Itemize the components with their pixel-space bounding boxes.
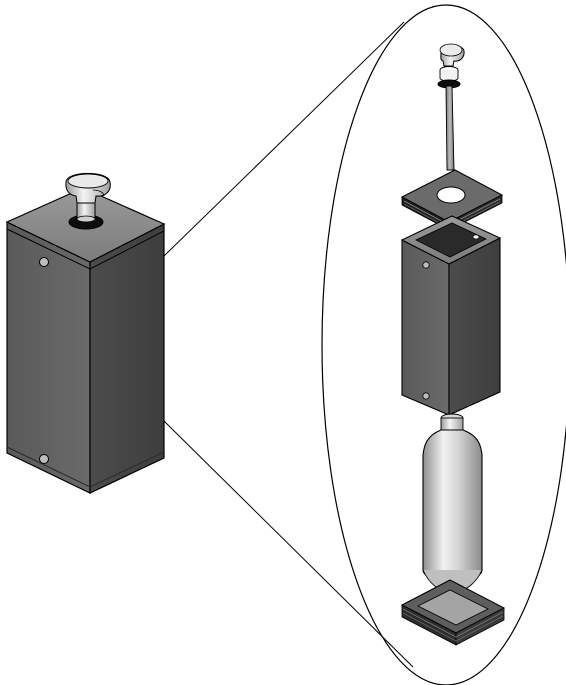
assembled-dispenser — [5, 172, 166, 494]
exploded-pump-head — [437, 43, 465, 89]
exploded-base-tray — [400, 579, 506, 646]
callout-lines — [163, 21, 414, 668]
assembled-box-side — [89, 223, 165, 494]
screw-icon — [422, 261, 430, 269]
exploded-dispenser — [400, 43, 506, 646]
exploded-housing-box — [400, 215, 502, 416]
screw-icon — [39, 257, 49, 267]
screw-icon — [422, 392, 430, 400]
exploded-bottle — [422, 413, 483, 597]
exploded-dip-tube — [445, 85, 455, 171]
screw-icon — [39, 454, 49, 464]
plate-hole — [436, 186, 466, 204]
detail-callout-ellipse — [321, 4, 566, 685]
